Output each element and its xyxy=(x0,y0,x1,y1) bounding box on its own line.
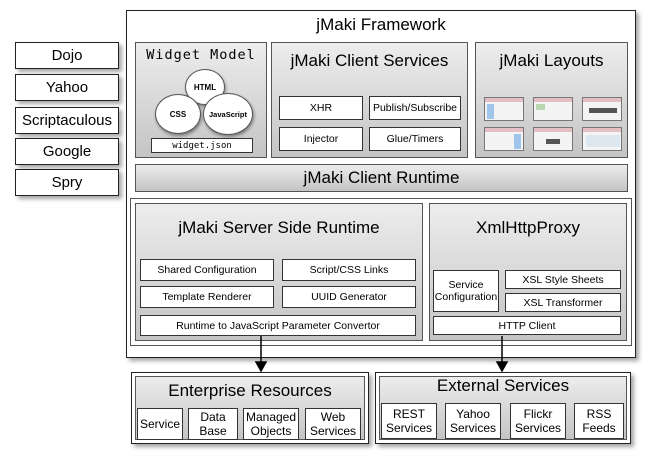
template-renderer-item: Template Renderer xyxy=(140,286,274,308)
xmlhttpproxy-title: XmlHttpProxy xyxy=(476,218,580,237)
arrow-to-enterprise xyxy=(254,336,268,373)
library-label: Spry xyxy=(51,174,83,191)
database-resource: Data Base xyxy=(188,408,238,440)
framework-title: jMaki Framework xyxy=(316,15,446,34)
publish-subscribe-service: Publish/Subscribe xyxy=(369,96,461,120)
bubble-label: HTML xyxy=(193,82,217,92)
bubble-label: CSS xyxy=(169,109,187,119)
layout-thumbnail xyxy=(582,127,622,151)
rss-feeds-item: RSS Feeds xyxy=(574,403,624,439)
client-services-title: jMaki Client Services xyxy=(290,51,449,70)
library-google: Google xyxy=(15,138,119,165)
web-services-resource: Web Services xyxy=(305,408,361,440)
library-scriptaculous: Scriptaculous xyxy=(15,107,119,134)
managed-objects-resource: Managed Objects xyxy=(243,408,299,440)
yahoo-services-item: Yahoo Services xyxy=(445,403,501,439)
library-label: Google xyxy=(42,143,92,160)
javascript-bubble: JavaScript xyxy=(203,93,253,135)
library-label: Dojo xyxy=(51,47,83,64)
layout-thumbnail xyxy=(533,127,573,151)
layouts-title: jMaki Layouts xyxy=(499,51,604,70)
xsl-transformer-item: XSL Transformer xyxy=(505,293,621,312)
css-bubble: CSS xyxy=(155,94,201,134)
shared-configuration-item: Shared Configuration xyxy=(140,259,274,281)
xsl-style-sheets-item: XSL Style Sheets xyxy=(505,270,621,289)
injector-service: Injector xyxy=(279,127,363,151)
layout-thumbnail xyxy=(484,97,524,121)
rest-services-item: REST Services xyxy=(381,403,437,439)
layout-thumbnail xyxy=(582,97,622,121)
library-yahoo: Yahoo xyxy=(15,74,119,101)
enterprise-resources-title: Enterprise Resources xyxy=(168,381,332,400)
flickr-services-item: Flickr Services xyxy=(510,403,566,439)
bubble-label: JavaScript xyxy=(209,109,247,119)
layout-thumbnail xyxy=(533,97,573,121)
xhr-service: XHR xyxy=(279,96,363,120)
arrow-to-external xyxy=(495,336,509,373)
library-label: Yahoo xyxy=(45,79,89,96)
widget-model-title: Widget Model xyxy=(146,47,256,63)
library-label: Scriptaculous xyxy=(21,112,113,129)
uuid-generator-item: UUID Generator xyxy=(282,286,416,308)
library-dojo: Dojo xyxy=(15,42,119,69)
glue-timers-service: Glue/Timers xyxy=(369,127,461,151)
server-runtime-title: jMaki Server Side Runtime xyxy=(178,218,380,237)
library-spry: Spry xyxy=(15,169,119,196)
client-runtime-bar: jMaki Client Runtime xyxy=(135,164,628,192)
external-services-title: External Services xyxy=(436,376,570,395)
script-css-links-item: Script/CSS Links xyxy=(282,259,416,281)
service-resource: Service xyxy=(137,408,183,440)
layout-thumbnail xyxy=(484,127,524,151)
parameter-convertor-item: Runtime to JavaScript Parameter Converto… xyxy=(140,315,416,336)
http-client-item: HTTP Client xyxy=(433,316,621,335)
service-configuration-item: Service Configuration xyxy=(433,270,499,312)
widget-json-file: widget.json xyxy=(151,138,253,153)
